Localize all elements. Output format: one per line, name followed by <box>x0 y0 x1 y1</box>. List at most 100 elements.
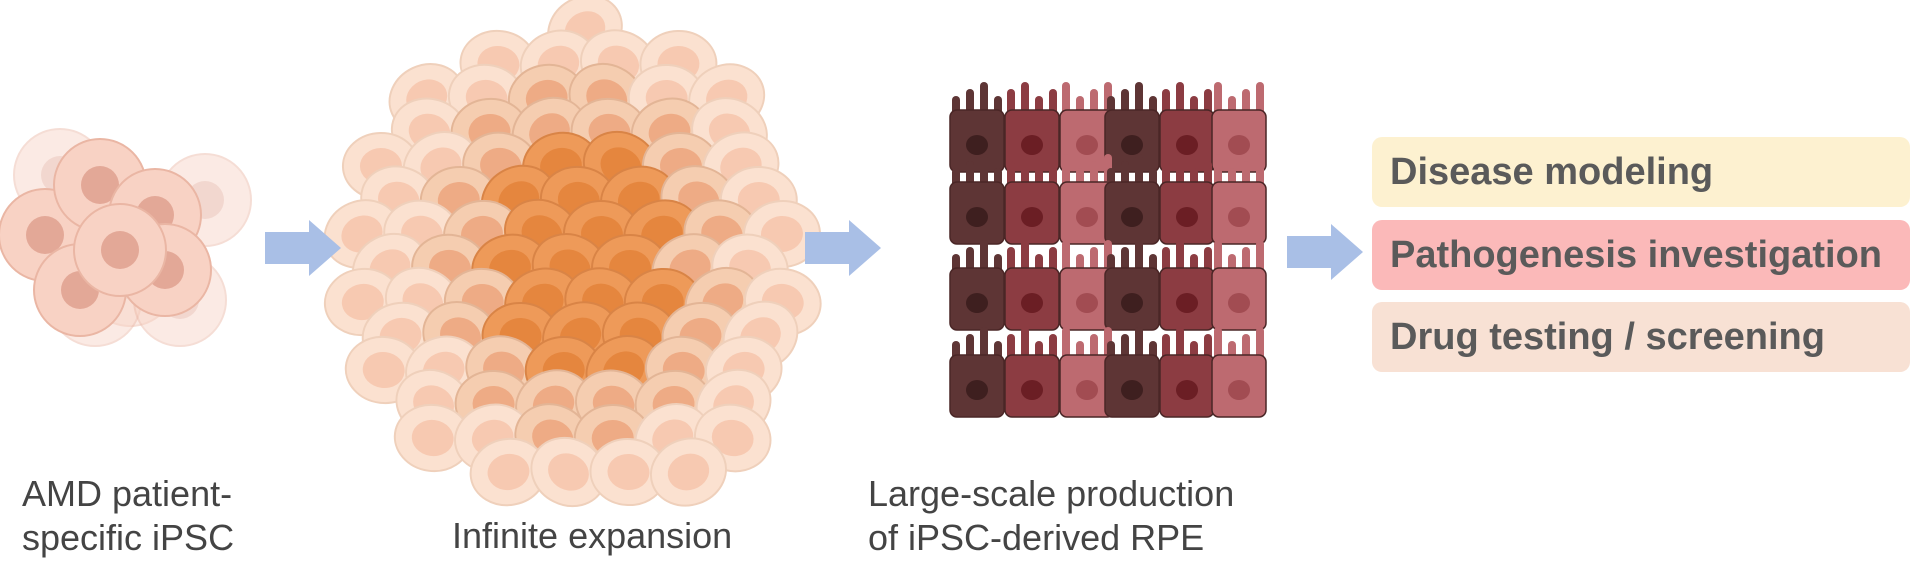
rpe-cell <box>1004 154 1060 245</box>
rpe-nucleus <box>1076 135 1098 155</box>
rpe-microvillus <box>1021 327 1029 361</box>
outcome-pathogenesis: Pathogenesis investigation <box>1372 220 1910 290</box>
rpe-nucleus <box>1228 207 1250 227</box>
rpe-nucleus <box>1228 135 1250 155</box>
rpe-microvillus <box>1135 82 1143 116</box>
rpe-cell <box>1159 82 1215 173</box>
expanded-cell <box>469 437 548 507</box>
rpe-microvillus <box>1021 240 1029 274</box>
flow-arrows <box>265 220 1363 280</box>
cell-nucleus <box>101 231 139 269</box>
expanded-cell <box>393 403 472 473</box>
right-arrow-icon <box>265 220 341 276</box>
rpe-microvillus <box>1135 327 1143 361</box>
rpe-nucleus <box>1021 207 1043 227</box>
rpe-microvillus <box>1135 154 1143 188</box>
rpe-cell <box>1211 327 1267 418</box>
rpe-nucleus <box>966 293 988 313</box>
rpe-microvillus <box>1256 327 1264 361</box>
rpe-nucleus <box>966 380 988 400</box>
rpe-cell <box>1059 240 1115 331</box>
cell-nucleus <box>26 216 64 254</box>
caption-line: of iPSC-derived RPE <box>868 517 1205 558</box>
rpe-microvillus <box>1176 240 1184 274</box>
outcome-label: Drug testing / screening <box>1390 315 1825 358</box>
rpe-cell <box>1211 82 1267 173</box>
expanded-cell <box>649 437 727 507</box>
rpe-cell <box>949 154 1005 245</box>
rpe-microvillus <box>1256 154 1264 188</box>
cell-nucleus <box>548 453 589 491</box>
rpe-nucleus <box>1176 207 1198 227</box>
ipsc-cell-cluster <box>0 128 252 347</box>
rpe-nucleus <box>1176 135 1198 155</box>
caption-rpe: Large-scale production of iPSC-derived R… <box>868 472 1234 560</box>
rpe-nucleus <box>1121 380 1143 400</box>
rpe-nucleus <box>1228 380 1250 400</box>
rpe-cell <box>949 82 1005 173</box>
rpe-cell <box>1104 82 1160 173</box>
right-arrow-icon <box>805 220 881 276</box>
rpe-nucleus <box>966 207 988 227</box>
cell-nucleus <box>81 166 119 204</box>
rpe-cell <box>1004 327 1060 418</box>
rpe-microvillus <box>1214 327 1222 361</box>
rpe-microvillus <box>1256 240 1264 274</box>
outcome-drug-testing: Drug testing / screening <box>1372 302 1910 372</box>
expanded-cell <box>530 436 607 508</box>
rpe-microvillus <box>1062 240 1070 274</box>
rpe-cell <box>1059 327 1115 418</box>
rpe-cell <box>949 240 1005 331</box>
caption-ipsc: AMD patient- specific iPSC <box>22 472 234 560</box>
cell-nucleus <box>667 453 710 491</box>
right-arrow-icon <box>1287 224 1363 280</box>
rpe-microvillus <box>980 154 988 188</box>
rpe-microvillus <box>980 240 988 274</box>
rpe-microvillus <box>1176 154 1184 188</box>
outcome-label: Disease modeling <box>1390 150 1714 193</box>
rpe-nucleus <box>1076 380 1098 400</box>
rpe-nucleus <box>1076 293 1098 313</box>
rpe-microvillus <box>1176 327 1184 361</box>
ipsc-cell <box>73 203 167 297</box>
rpe-cell <box>1159 240 1215 331</box>
rpe-microvillus <box>1062 82 1070 116</box>
rpe-cell <box>1211 240 1267 331</box>
rpe-nucleus <box>1021 293 1043 313</box>
expanded-cell <box>589 437 668 507</box>
cell-nucleus <box>487 453 530 491</box>
caption-expansion: Infinite expansion <box>452 514 732 558</box>
rpe-nucleus <box>1176 380 1198 400</box>
outcome-disease-modeling: Disease modeling <box>1372 137 1910 207</box>
cell-nucleus <box>411 419 454 457</box>
rpe-microvillus <box>1214 240 1222 274</box>
rpe-microvillus <box>1256 82 1264 116</box>
cell-nucleus <box>362 351 405 389</box>
rpe-microvillus <box>1214 82 1222 116</box>
rpe-nucleus <box>1176 293 1198 313</box>
rpe-cell <box>1104 240 1160 331</box>
rpe-nucleus <box>966 135 988 155</box>
rpe-microvillus <box>980 327 988 361</box>
rpe-cell <box>1004 82 1060 173</box>
rpe-microvillus <box>1021 154 1029 188</box>
expanded-cell-cluster <box>323 0 822 508</box>
rpe-microvillus <box>980 82 988 116</box>
rpe-microvillus <box>1214 154 1222 188</box>
rpe-microvillus <box>1176 82 1184 116</box>
rpe-cell <box>1004 240 1060 331</box>
rpe-nucleus <box>1021 135 1043 155</box>
rpe-cell <box>1211 154 1267 245</box>
rpe-nucleus <box>1228 293 1250 313</box>
rpe-cell-grid <box>949 82 1267 418</box>
caption-line: AMD patient- <box>22 473 233 514</box>
rpe-microvillus <box>1062 154 1070 188</box>
rpe-nucleus <box>1121 293 1143 313</box>
rpe-cell <box>1104 327 1160 418</box>
cell-nucleus <box>711 419 754 457</box>
cell-nucleus <box>341 283 384 321</box>
rpe-microvillus <box>1021 82 1029 116</box>
rpe-microvillus <box>1062 327 1070 361</box>
caption-line: Large-scale production <box>868 473 1235 514</box>
